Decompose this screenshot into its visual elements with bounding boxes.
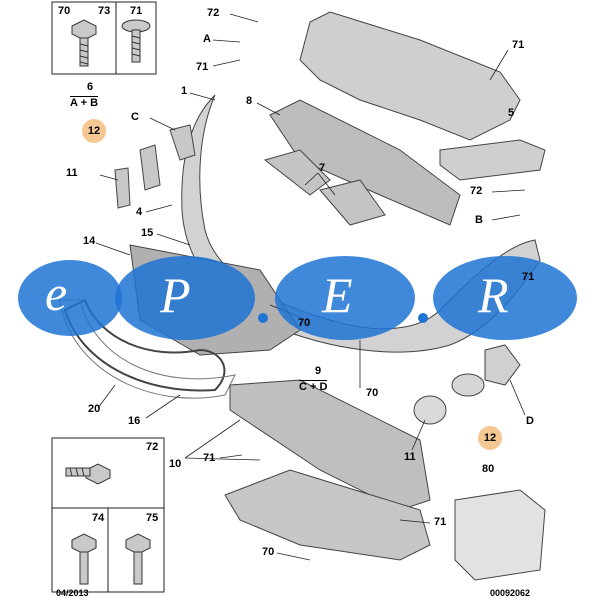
air-deflector-part — [439, 139, 546, 181]
callout-71: 71 — [196, 61, 209, 73]
watermark-letter-r: R — [478, 267, 509, 323]
callout-71: 71 — [512, 39, 525, 51]
screw-icon — [65, 463, 111, 485]
clip-kit-part — [454, 489, 546, 581]
callout-4: 4 — [136, 206, 143, 218]
callout-15: 15 — [141, 227, 154, 239]
callout-C: C — [131, 111, 139, 123]
fastener-box-bottom-75: 75 — [146, 512, 159, 524]
fog-insert-part — [413, 395, 447, 425]
fastener-box-bottom — [51, 437, 165, 593]
grille-trim-part — [63, 298, 226, 392]
lower-shield-part — [224, 469, 431, 561]
callout-70: 70 — [262, 546, 275, 558]
callout-72: 72 — [207, 7, 220, 19]
callout-11: 11 — [404, 451, 416, 463]
fastener-box-top-71: 71 — [130, 5, 143, 17]
bracket-part — [263, 149, 386, 226]
callout-71: 71 — [203, 452, 216, 464]
callout-D: D — [526, 415, 534, 427]
undertray-part — [229, 379, 431, 511]
screw-icon — [121, 19, 151, 63]
callout-A: A — [203, 33, 211, 45]
fastener-box-top-73: 73 — [98, 5, 111, 17]
callout-16: 16 — [128, 415, 141, 427]
callout-71: 71 — [522, 271, 535, 283]
fastener-box-bottom-72: 72 — [146, 441, 159, 453]
callout-12: 12 — [82, 119, 106, 143]
watermark-letter-e: e — [45, 265, 68, 321]
callout-5: 5 — [508, 107, 515, 119]
screw-icon — [71, 533, 97, 585]
callout-9-group: C + D — [299, 380, 328, 393]
fog-bracket-part — [484, 344, 521, 386]
callout-72: 72 — [470, 185, 483, 197]
fastener-box-top — [51, 1, 157, 75]
callout-14: 14 — [83, 235, 96, 247]
watermark-letter-p: P — [160, 267, 191, 323]
fog-bezel-part — [451, 373, 485, 397]
heat-shield-part — [299, 11, 521, 141]
callout-71: 71 — [434, 516, 447, 528]
callout-12: 12 — [478, 426, 502, 450]
watermark-letter-e2: E — [322, 267, 353, 323]
callout-70: 70 — [298, 317, 311, 329]
callout-8: 8 — [246, 95, 253, 107]
callout-70: 70 — [366, 387, 379, 399]
diagram-ref: 00092062 — [490, 588, 531, 598]
fastener-box-bottom-74: 74 — [92, 512, 105, 524]
callout-80: 80 — [482, 463, 495, 475]
callout-6-group: A + B — [70, 96, 99, 109]
screw-icon — [125, 533, 151, 585]
callout-10: 10 — [169, 458, 182, 470]
screw-icon — [71, 19, 97, 67]
callout-6: 6 — [87, 81, 94, 93]
fastener-box-top-70: 70 — [58, 5, 71, 17]
clip-part — [114, 124, 196, 209]
diagram-date: 04/2013 — [56, 588, 89, 598]
callout-11: 11 — [66, 167, 78, 179]
callout-B: B — [475, 214, 483, 226]
callout-7: 7 — [319, 162, 326, 174]
callout-1: 1 — [181, 85, 188, 97]
callout-20: 20 — [88, 403, 101, 415]
callout-9: 9 — [315, 365, 322, 377]
